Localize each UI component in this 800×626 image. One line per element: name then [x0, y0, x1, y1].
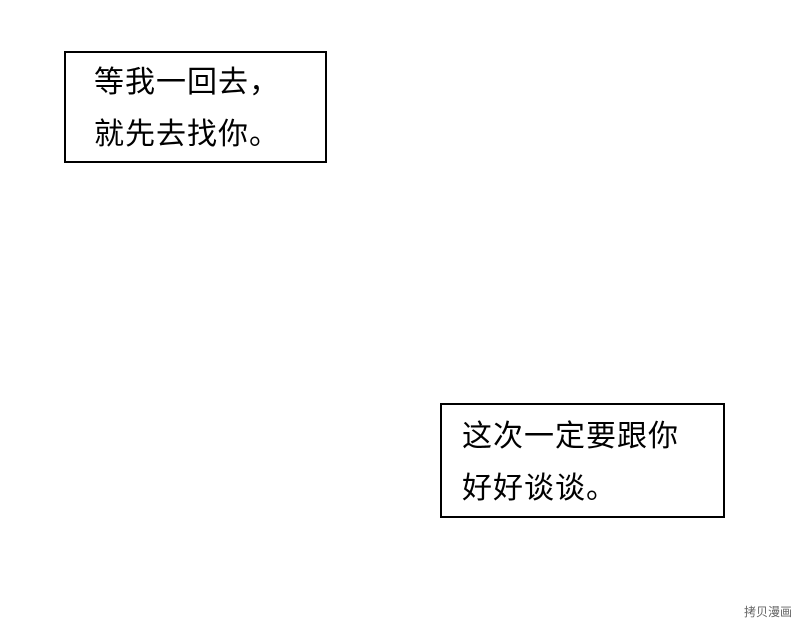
caption-box-bottom: 这次一定要跟你 好好谈谈。 — [440, 403, 725, 518]
caption-line: 就先去找你。 — [94, 117, 280, 152]
caption-line: 等我一回去， — [94, 65, 280, 100]
caption-line: 这次一定要跟你 — [462, 419, 679, 454]
watermark: 拷贝漫画 — [743, 605, 792, 619]
caption-line: 好好谈谈。 — [462, 471, 617, 506]
caption-box-top: 等我一回去， 就先去找你。 — [64, 51, 327, 163]
